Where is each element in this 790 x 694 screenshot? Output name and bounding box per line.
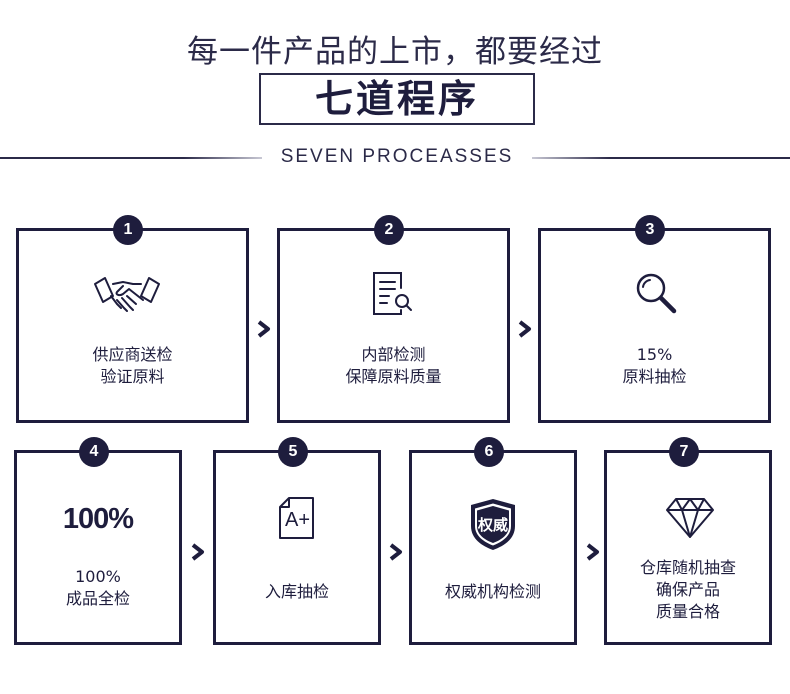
step-label-line: 100% <box>75 567 121 586</box>
step-label-line: 确保产品 <box>655 580 720 599</box>
step-number-4: 4 <box>79 437 109 467</box>
authority-shield-icon <box>465 496 521 552</box>
chevron-right-icon <box>388 543 404 561</box>
chevron-right-icon <box>517 320 533 338</box>
step-label-line: 入库抽检 <box>264 582 329 601</box>
handshake-icon <box>93 274 161 320</box>
chevron-right-icon <box>256 320 272 338</box>
step-label-line: 保障原料质量 <box>345 367 442 386</box>
step-label-6: 权威机构检测 <box>409 581 577 603</box>
step-label-line: 验证原料 <box>100 367 165 386</box>
divider-left <box>0 157 262 159</box>
step-label-line: 成品全检 <box>65 589 130 608</box>
step-number-2: 2 <box>374 215 404 245</box>
step-label-line: 仓库随机抽查 <box>639 558 736 577</box>
step-number-6: 6 <box>474 437 504 467</box>
step-card-2 <box>277 228 510 423</box>
step-label-line: 内部检测 <box>361 345 426 364</box>
step-label-3: 15% 原料抽检 <box>538 344 771 388</box>
step-card-3 <box>538 228 771 423</box>
step-label-line: 原料抽检 <box>622 367 687 386</box>
grade-a-plus-label: A+ <box>285 509 311 531</box>
headline: 每一件产品的上市，都要经过 <box>187 34 603 70</box>
step-label-line: 15% <box>636 345 673 364</box>
chevron-right-icon <box>190 543 206 561</box>
chevron-right-icon <box>585 543 601 561</box>
step-label-4: 100% 成品全检 <box>14 566 182 610</box>
step-label-line: 供应商送检 <box>92 345 173 364</box>
step-label-line: 权威机构检测 <box>444 582 541 601</box>
step-number-1: 1 <box>113 215 143 245</box>
step-card-4 <box>14 450 182 645</box>
divider-right <box>532 157 790 159</box>
grade-a-plus-icon <box>278 496 316 540</box>
page-title: 七道程序 <box>314 77 479 121</box>
magnifier-icon <box>633 270 679 316</box>
step-number-5: 5 <box>278 437 308 467</box>
authority-shield-label: 权威 <box>477 516 508 534</box>
step-number-7: 7 <box>669 437 699 467</box>
title-frame <box>259 73 535 125</box>
step-label-7: 仓库随机抽查 确保产品 质量合格 <box>604 557 772 623</box>
step-number-3: 3 <box>635 215 665 245</box>
step-label-line: 质量合格 <box>655 602 720 621</box>
diamond-icon <box>665 497 715 539</box>
subtitle: SEVEN PROCEASSES <box>280 146 514 167</box>
step-card-7 <box>604 450 772 645</box>
percent-text-icon: 100% <box>62 503 134 535</box>
step-label-5: 入库抽检 <box>213 581 381 603</box>
step-card-5 <box>213 450 381 645</box>
document-search-icon <box>371 270 415 318</box>
step-label-2: 内部检测 保障原料质量 <box>277 344 510 388</box>
step-card-1 <box>16 228 249 423</box>
step-label-1: 供应商送检 验证原料 <box>16 344 249 388</box>
